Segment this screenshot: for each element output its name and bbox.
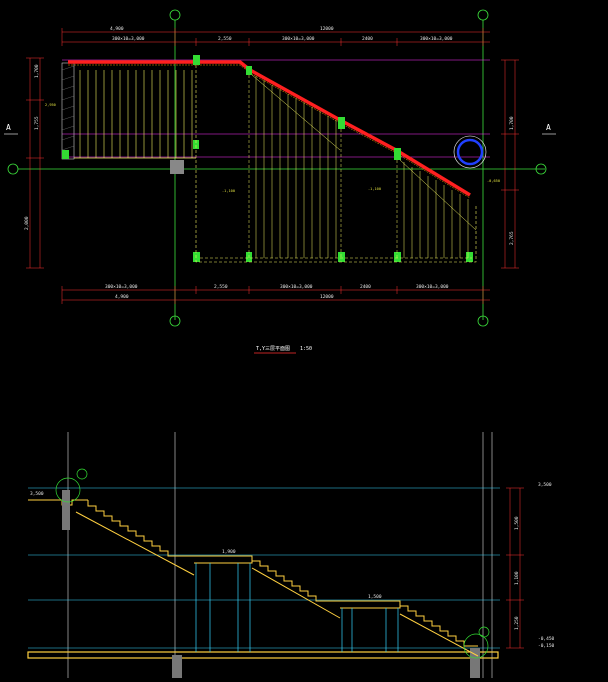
top-landing	[28, 499, 88, 506]
sec-flight-3	[399, 601, 479, 657]
flight-3-treads	[403, 162, 469, 258]
dim-left-b: 2,000	[24, 216, 30, 230]
column-11	[193, 140, 199, 149]
drain-box	[170, 160, 184, 174]
flight-1-treads	[79, 70, 193, 158]
dim-top-total-left: 4,900	[110, 26, 124, 32]
sec-level-label-mid2: 1,500	[368, 594, 382, 600]
flight-3-diagonal	[399, 159, 477, 231]
column-9	[466, 252, 473, 262]
handrail-plan	[68, 60, 471, 197]
column-3	[338, 117, 345, 129]
sec-level-label-right-bot: -0,450	[538, 636, 555, 642]
mid-support	[195, 65, 477, 263]
column-2	[246, 66, 252, 75]
mid-landing	[194, 555, 253, 564]
dim-bottom-c: 300×10=3,000	[280, 284, 313, 290]
left-landing-hatch	[61, 65, 75, 151]
dim-top-total: 12000	[320, 26, 334, 32]
sec-right-dims	[506, 487, 524, 649]
sec-level-label-mid: 1,900	[222, 549, 236, 555]
round-column-inner	[456, 138, 484, 166]
detail-circle-2	[463, 633, 489, 659]
level-mark-1: -1,100	[222, 189, 235, 193]
top-pier	[62, 490, 70, 530]
column-8	[394, 252, 401, 262]
section-mark-right: A	[546, 123, 551, 132]
axis-bubble-top-1	[169, 9, 181, 21]
column-4	[394, 148, 401, 160]
detail-circle-1	[55, 477, 81, 503]
ground-post-2	[470, 648, 480, 678]
dim-bottom-e: 300×10=3,000	[416, 284, 449, 290]
ground-post-1	[172, 655, 182, 678]
dim-left-c: 1,755	[34, 116, 40, 130]
sec-dim-c: 1,250	[514, 616, 520, 630]
dim-right-a: 1,700	[509, 116, 515, 130]
sec-level-label-top: 3,500	[30, 491, 44, 497]
dim-bottom-b: 2,550	[214, 284, 228, 290]
dim-right-b: 2,765	[509, 231, 515, 245]
left-dimensions	[26, 57, 44, 269]
dim-top-b: 2,550	[218, 36, 232, 42]
plan-caption: T,Y三层平面图	[256, 346, 290, 352]
sec-level-label-right-top: 3,500	[538, 482, 552, 488]
left-landing-wall	[61, 62, 75, 160]
bottom-dimensions	[61, 286, 490, 304]
level-mark-3: -0,650	[487, 179, 500, 183]
dim-bottom-a: 300×10=3,000	[105, 284, 138, 290]
sec-flight-1	[75, 500, 195, 576]
section-view: 1,500 1,100 1,250 3,500 1,900 1,500 3,50…	[27, 432, 555, 678]
dim-bottom-d: 2400	[360, 284, 371, 290]
flight-2-diagonal	[251, 74, 341, 151]
plan-scale: 1:50	[300, 346, 312, 352]
sec-supports	[195, 563, 399, 652]
sec-level-label-right-bot2: -0,150	[538, 643, 555, 649]
axis-bubble-bottom-1	[169, 315, 181, 327]
end-label: 2,950	[45, 103, 56, 107]
ground-slab	[27, 651, 499, 659]
column-10	[62, 150, 69, 159]
dim-left-a: 1,700	[34, 64, 40, 78]
detail-bubble-1	[76, 468, 88, 480]
sec-dim-a: 1,500	[514, 516, 520, 530]
right-dimensions	[501, 59, 519, 269]
axis-bubble-right	[535, 163, 547, 175]
section-mark-left: A	[6, 123, 11, 132]
level-mark-2: -1,100	[368, 187, 381, 191]
column-1	[193, 55, 200, 65]
dim-bottom-total-left: 4,900	[115, 294, 129, 300]
dim-top-d: 2400	[362, 36, 373, 42]
plan-view: 4,900 12000 300×10=3,000 2,550 300×10=3,…	[4, 9, 556, 354]
dim-top-c: 300×10=3,000	[282, 36, 315, 42]
dim-top-a: 300×10=3,000	[112, 36, 145, 42]
dim-bottom-total: 12000	[320, 294, 334, 300]
flight-2-treads	[255, 76, 337, 258]
axis-bubble-left	[7, 163, 19, 175]
mid-landing-2	[340, 600, 401, 609]
sec-dim-b: 1,100	[514, 571, 520, 585]
round-column	[453, 135, 487, 169]
top-dimensions	[61, 28, 490, 46]
sec-flight-2	[251, 556, 341, 619]
column-7	[338, 252, 345, 262]
dim-top-e: 300×10=3,000	[420, 36, 453, 42]
axis-bubble-bottom-2	[477, 315, 489, 327]
column-5	[193, 252, 200, 262]
axis-bubble-top-2	[477, 9, 489, 21]
detail-bubble-2	[478, 626, 490, 638]
